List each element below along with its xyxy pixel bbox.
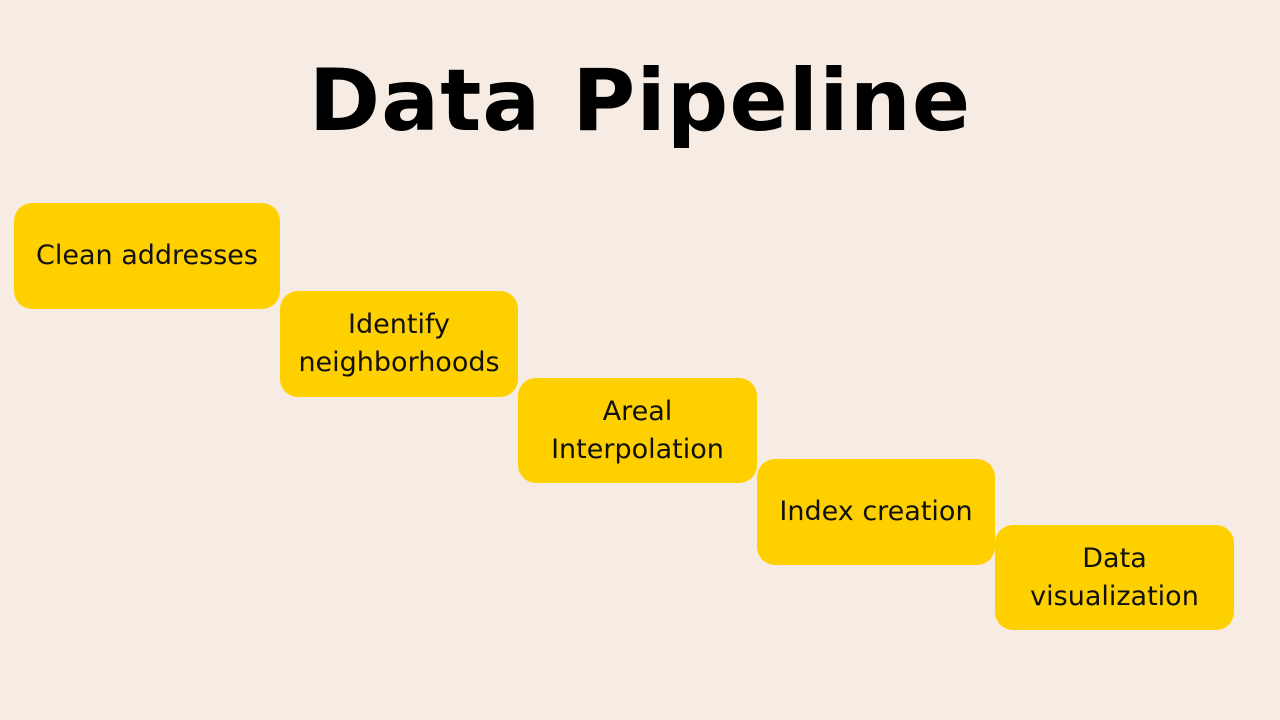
step-label: Identify neighborhoods [298, 309, 500, 378]
pipeline-step-index-creation: Index creation [757, 459, 995, 565]
step-label: Index creation [779, 496, 973, 527]
slide-title: Data Pipeline [308, 51, 972, 151]
pipeline-step-clean-addresses: Clean addresses [14, 203, 280, 309]
pipeline-step-data-visualization: Data visualization [995, 525, 1234, 630]
step-label: Areal Interpolation [551, 395, 724, 465]
step-label: Data visualization [1030, 542, 1199, 612]
pipeline-step-areal-interpolation: Areal Interpolation [518, 378, 757, 483]
pipeline-step-identify-neighborhoods: Identify neighborhoods [280, 291, 518, 397]
step-label: Clean addresses [36, 240, 258, 271]
